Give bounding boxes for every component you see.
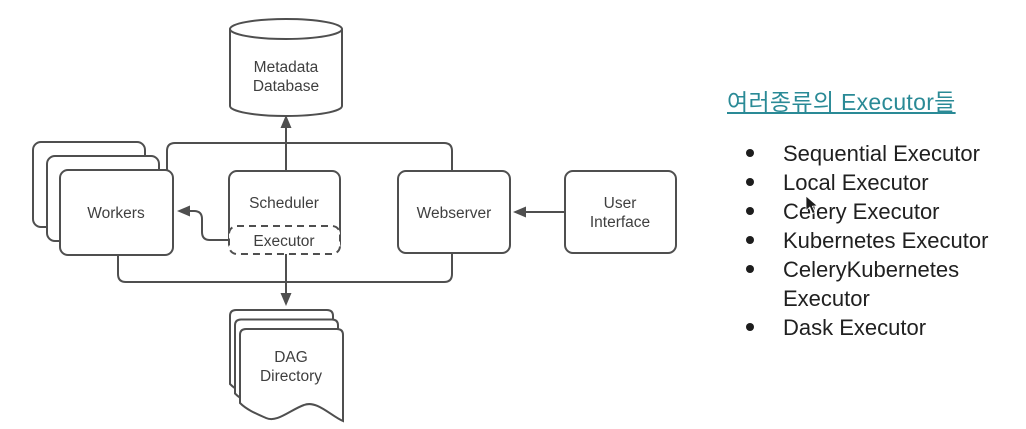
- dag-directory-label-line2: Directory: [260, 368, 322, 385]
- list-item-celerykubernetes-executor: CeleryKubernetes Executor: [733, 255, 1023, 313]
- executor-box: [228, 225, 341, 255]
- executor-panel-heading-link[interactable]: 여러종류의 Executor들: [727, 89, 956, 115]
- user-interface-label-line1: User: [604, 195, 637, 212]
- user-interface-label-line2: Interface: [590, 214, 650, 231]
- scheduler-node: Scheduler Executor: [228, 170, 341, 255]
- arrowhead-up-icon: [280, 115, 292, 128]
- workers-label: Workers: [87, 205, 145, 222]
- metadata-database-node: Metadata Database: [229, 18, 343, 117]
- arrow-executor-to-workers: [190, 210, 229, 241]
- dag-directory-label-line1: DAG: [274, 349, 308, 366]
- executor-panel: 여러종류의 Executor들 Sequential Executor Loca…: [727, 83, 1022, 340]
- arrowhead-down-icon: [280, 293, 292, 306]
- webserver-box: [397, 170, 511, 254]
- arrowhead-left-icon: [513, 206, 526, 218]
- dag-doc-front: [239, 328, 344, 423]
- top-bus-connector: [166, 142, 453, 176]
- mouse-cursor-icon: [805, 195, 819, 215]
- user-interface-box: [564, 170, 677, 254]
- workers-stack-front: [59, 169, 174, 256]
- webserver-label: Webserver: [417, 205, 492, 222]
- metadata-database-label-line2: Database: [253, 78, 319, 95]
- executor-label: Executor: [253, 233, 314, 250]
- arrowhead-left-icon: [177, 205, 190, 217]
- list-item-sequential-executor: Sequential Executor: [733, 139, 1023, 168]
- workers-node: Workers: [32, 141, 174, 256]
- user-interface-node: User Interface: [564, 170, 677, 254]
- list-item-local-executor: Local Executor: [733, 168, 1023, 197]
- webserver-node: Webserver: [397, 170, 511, 254]
- cylinder-body: [229, 29, 343, 117]
- metadata-database-label-line1: Metadata: [254, 59, 319, 76]
- list-item-celery-executor: Celery Executor: [733, 197, 1023, 226]
- architecture-diagram: Metadata Database Workers Scheduler Exec…: [32, 18, 677, 423]
- executor-list: Sequential Executor Local Executor Celer…: [733, 139, 1021, 342]
- scheduler-label: Scheduler: [249, 195, 319, 212]
- list-item-dask-executor: Dask Executor: [733, 313, 1023, 342]
- list-item-kubernetes-executor: Kubernetes Executor: [733, 226, 1023, 255]
- cylinder-top: [229, 18, 343, 40]
- dag-directory-node: DAG Directory: [229, 309, 344, 423]
